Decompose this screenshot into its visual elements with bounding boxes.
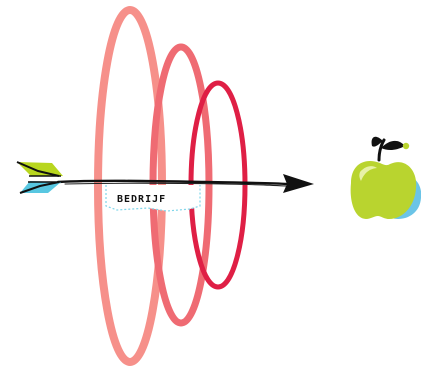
apple-icon — [350, 136, 421, 219]
arrow-shaft-highlight — [64, 182, 287, 187]
arrow-head — [283, 174, 314, 193]
arrow-shaft — [56, 179, 290, 186]
arrow-fletching-icon — [16, 161, 63, 194]
arrow-label: BEDRIJF — [117, 194, 166, 205]
label-tag — [105, 185, 201, 212]
